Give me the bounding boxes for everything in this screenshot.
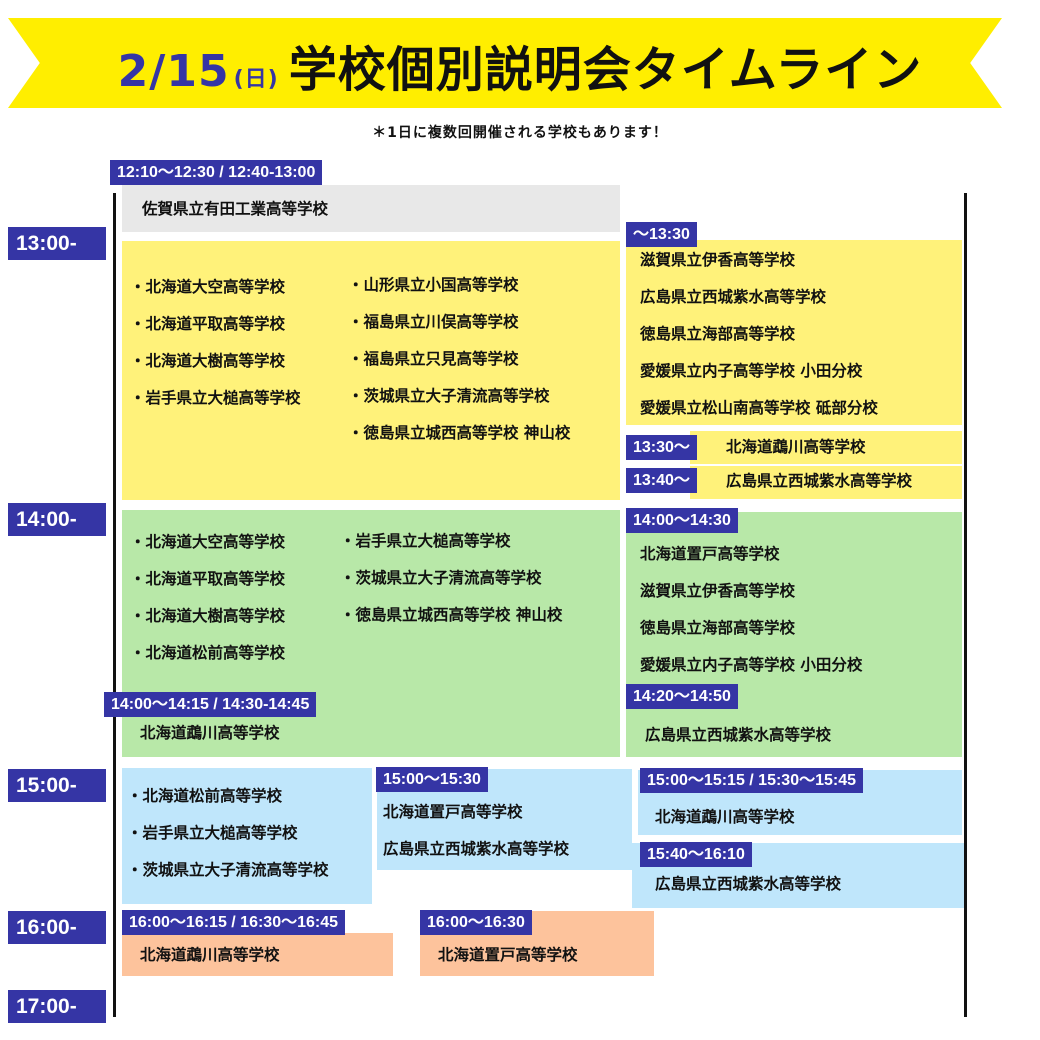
school-name: ・北海道大空高等学校 bbox=[130, 533, 286, 551]
school-name: ・北海道松前高等学校 bbox=[127, 787, 283, 805]
school-name: 愛媛県立内子高等学校 小田分校 bbox=[640, 656, 863, 674]
school-name: 愛媛県立松山南高等学校 砥部分校 bbox=[640, 399, 878, 417]
school-name: ・北海道大樹高等学校 bbox=[130, 607, 286, 625]
slot-13-main-box bbox=[122, 241, 620, 500]
slot-13-right-box bbox=[626, 240, 962, 425]
page-title: 2/15(日) 学校個別説明会タイムライン bbox=[0, 30, 1040, 100]
slot-14-right-box bbox=[626, 512, 962, 757]
time-label: 13:30～ bbox=[626, 435, 697, 460]
school-name: 広島県立西城紫水高等学校 bbox=[726, 472, 913, 490]
school-name: ・福島県立川俣高等学校 bbox=[348, 313, 519, 331]
school-name: 北海道鵡川高等学校 bbox=[655, 808, 795, 826]
school-name: 北海道鵡川高等学校 bbox=[140, 946, 280, 964]
school-name: ・岩手県立大槌高等学校 bbox=[340, 532, 511, 550]
timeline-axis-right bbox=[964, 193, 967, 1017]
slot-1330-box bbox=[690, 431, 962, 464]
slot-1340-box bbox=[690, 466, 962, 499]
school-name: 佐賀県立有田工業高等学校 bbox=[142, 200, 329, 218]
note: ＊1日に複数回開催される学校もあります！ bbox=[372, 125, 668, 141]
school-name: ・茨城県立大子清流高等学校 bbox=[348, 387, 550, 405]
school-name: ・徳島県立城西高等学校 神山校 bbox=[348, 424, 571, 442]
title-text: 学校個別説明会タイムライン bbox=[288, 42, 923, 98]
school-name: ・北海道大空高等学校 bbox=[130, 278, 286, 296]
school-name: 愛媛県立内子高等学校 小田分校 bbox=[640, 362, 863, 380]
school-name: 滋賀県立伊香高等学校 bbox=[640, 582, 796, 600]
time-label: 15:00～15:15 / 15:30～15:45 bbox=[640, 768, 864, 793]
hour-label-17: 17:00- bbox=[8, 990, 106, 1023]
school-name: 北海道置戸高等学校 bbox=[640, 545, 780, 563]
school-name: ・北海道平取高等学校 bbox=[130, 315, 286, 333]
school-name: ・岩手県立大槌高等学校 bbox=[130, 389, 301, 407]
time-label: 16:00～16:15 / 16:30～16:45 bbox=[122, 910, 346, 935]
time-label: ～13:30 bbox=[626, 222, 697, 247]
school-name: ・徳島県立城西高等学校 神山校 bbox=[340, 606, 563, 624]
pre-slot-box bbox=[122, 185, 620, 232]
school-name: ・山形県立小国高等学校 bbox=[348, 276, 519, 294]
time-label: 13:40～ bbox=[626, 468, 697, 493]
time-label: 14:00～14:15 / 14:30-14:45 bbox=[104, 692, 317, 717]
time-label: 14:00～14:30 bbox=[626, 508, 738, 533]
hour-label-16: 16:00- bbox=[8, 911, 106, 944]
school-name: 滋賀県立伊香高等学校 bbox=[640, 251, 796, 269]
time-label: 14:20～14:50 bbox=[626, 684, 738, 709]
school-name: ・北海道大樹高等学校 bbox=[130, 352, 286, 370]
school-name: ・茨城県立大子清流高等学校 bbox=[127, 861, 329, 879]
time-label: 12:10～12:30 / 12:40-13:00 bbox=[110, 160, 323, 185]
event-date: 2/15 bbox=[117, 46, 230, 97]
time-label: 16:00～16:30 bbox=[420, 910, 532, 935]
hour-label-15: 15:00- bbox=[8, 769, 106, 802]
school-name: 北海道置戸高等学校 bbox=[383, 803, 523, 821]
school-name: 北海道鵡川高等学校 bbox=[726, 438, 866, 456]
time-label: 15:40～16:10 bbox=[640, 842, 752, 867]
school-name: 徳島県立海部高等学校 bbox=[640, 325, 796, 343]
school-name: 広島県立西城紫水高等学校 bbox=[655, 875, 842, 893]
school-name: 北海道鵡川高等学校 bbox=[140, 724, 280, 742]
school-name: 広島県立西城紫水高等学校 bbox=[640, 288, 827, 306]
school-name: ・岩手県立大槌高等学校 bbox=[127, 824, 298, 842]
school-name: ・北海道松前高等学校 bbox=[130, 644, 286, 662]
slot-16-left-box bbox=[122, 933, 393, 976]
time-label: 15:00～15:30 bbox=[376, 767, 488, 792]
school-name: ・福島県立只見高等学校 bbox=[348, 350, 519, 368]
hour-label-14: 14:00- bbox=[8, 503, 106, 536]
timeline-axis-left bbox=[113, 193, 116, 1017]
title-banner bbox=[8, 18, 1002, 108]
event-weekday: (日) bbox=[233, 67, 279, 92]
school-name: 広島県立西城紫水高等学校 bbox=[645, 726, 832, 744]
school-name: 広島県立西城紫水高等学校 bbox=[383, 840, 570, 858]
school-name: 北海道置戸高等学校 bbox=[438, 946, 578, 964]
school-name: ・茨城県立大子清流高等学校 bbox=[340, 569, 542, 587]
school-name: ・北海道平取高等学校 bbox=[130, 570, 286, 588]
hour-label-13: 13:00- bbox=[8, 227, 106, 260]
slot-15-left-box bbox=[122, 768, 372, 904]
school-name: 徳島県立海部高等学校 bbox=[640, 619, 796, 637]
